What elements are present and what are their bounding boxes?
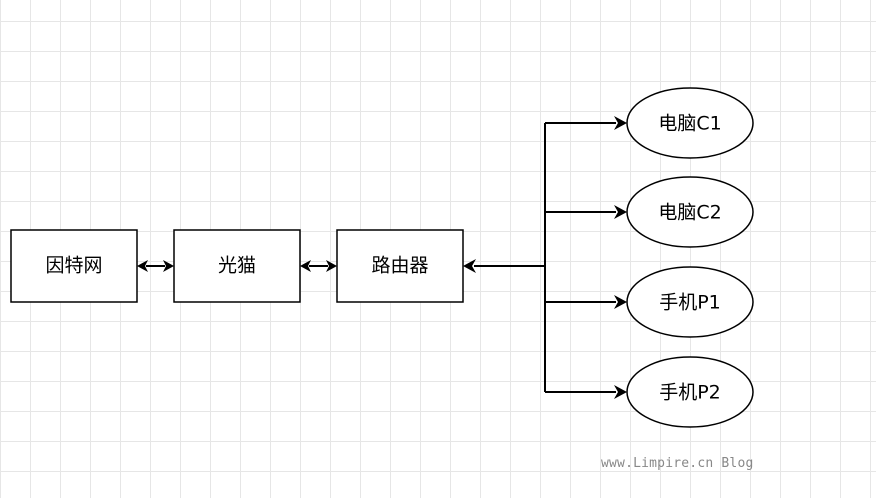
node-phone1-label: 手机P1 <box>659 292 721 314</box>
arrowhead-pc1 <box>614 116 627 130</box>
edge-router-devices <box>463 116 627 399</box>
node-pc1: 电脑C1 <box>626 87 754 159</box>
arrowhead-right <box>326 260 337 272</box>
arrowhead-phone2 <box>614 385 627 399</box>
node-internet-box <box>10 229 138 303</box>
node-phone2-label: 手机P2 <box>659 382 721 404</box>
arrowhead-left <box>300 260 311 272</box>
node-router-box <box>336 229 464 303</box>
node-pc1-label: 电脑C1 <box>658 113 721 135</box>
node-internet-label: 因特网 <box>45 255 102 277</box>
arrowhead-phone1 <box>614 295 627 309</box>
arrowhead-left <box>137 260 148 272</box>
node-modem: 光猫 <box>173 229 301 303</box>
node-modem-label: 光猫 <box>218 255 256 277</box>
node-phone1: 手机P1 <box>626 266 754 338</box>
node-modem-box <box>173 229 301 303</box>
node-pc2: 电脑C2 <box>626 176 754 248</box>
edge-internet-modem <box>137 260 174 272</box>
watermark: www.Limpire.cn Blog <box>601 456 754 471</box>
edge-modem-router <box>300 260 337 272</box>
arrowhead-router <box>463 259 476 273</box>
arrowhead-pc2 <box>614 205 627 219</box>
node-router: 路由器 <box>336 229 464 303</box>
arrowhead-right <box>163 260 174 272</box>
node-router-label: 路由器 <box>371 255 428 277</box>
node-pc2-label: 电脑C2 <box>658 202 721 224</box>
node-phone2: 手机P2 <box>626 356 754 428</box>
node-internet: 因特网 <box>10 229 138 303</box>
